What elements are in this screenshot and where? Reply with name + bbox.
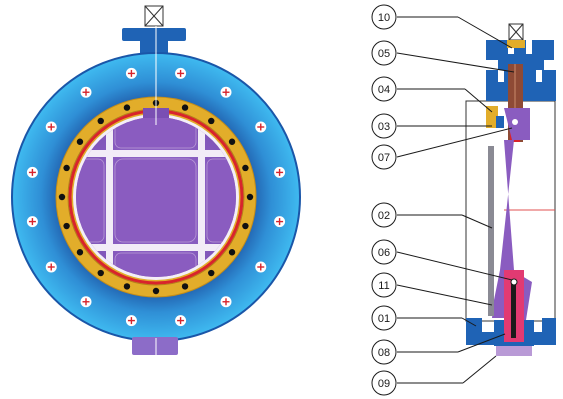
callout-02-label: 02 [378, 210, 390, 222]
flange-bolt-hole [175, 315, 187, 327]
callout-10-label: 10 [378, 12, 390, 24]
flange-bolt-hole [274, 216, 286, 228]
flange-bolt-hole [45, 121, 57, 133]
seat-bolt [208, 117, 215, 125]
seat-bolt [63, 222, 70, 230]
callout-01-circle [371, 305, 397, 331]
flange-bolt-hole [125, 67, 137, 79]
seat-bolt [63, 164, 70, 172]
callout-08-circle [371, 339, 397, 365]
seat-bolt [181, 104, 189, 111]
callout-labels: 10 05 04 03 07 02 06 11 01 08 09 [378, 12, 390, 390]
callout-07-label: 07 [378, 152, 390, 164]
flange-bolt-hole [175, 67, 187, 79]
seat-bolt [123, 283, 131, 290]
seat-bolt [97, 117, 104, 125]
seat-bolt [76, 138, 84, 145]
flange-bolt-hole [255, 121, 267, 133]
callout-04-circle [371, 76, 397, 102]
callouts [396, 16, 515, 384]
flange-bolt-hole [26, 166, 38, 178]
callout-09-circle [371, 370, 397, 396]
flange-bolt-holes [26, 67, 286, 327]
flange-bolt-hole [220, 86, 232, 98]
seat-bolt [208, 269, 215, 277]
callout-02-circle [371, 202, 397, 228]
callout-11-circle [371, 272, 397, 298]
stem-top-box [507, 23, 525, 48]
seat-bolt [228, 249, 236, 256]
callout-markers [371, 4, 397, 396]
callout-03-label: 03 [378, 121, 390, 133]
callout-01-label: 01 [378, 313, 390, 325]
seat-bolt [242, 222, 249, 230]
flange-bolt-hole [255, 261, 267, 273]
flange-bolt-hole [274, 166, 286, 178]
callout-06-circle [371, 239, 397, 265]
seat-bolt [228, 138, 236, 145]
callout-09-label: 09 [378, 378, 390, 390]
flange-bolt-hole [220, 296, 232, 308]
seat-bolt [246, 193, 254, 201]
top-stem-box [144, 5, 164, 27]
front-view [11, 5, 301, 362]
flange-bolt-hole [80, 86, 92, 98]
callout-04-label: 04 [378, 84, 390, 96]
seat-bolt [181, 283, 189, 290]
seat-bolt [123, 104, 131, 111]
bottom-cap-section [496, 346, 532, 356]
callout-05-label: 05 [378, 48, 390, 60]
seat-ring-bolts [58, 99, 254, 295]
callout-08-label: 08 [378, 347, 390, 359]
flange-bolt-hole [26, 216, 38, 228]
callout-10-circle [371, 4, 397, 30]
seat-ring-section [486, 106, 498, 128]
callout-11-label: 11 [378, 280, 389, 292]
callout-05-circle [371, 40, 397, 66]
seat-bolt [76, 249, 84, 256]
seat-bolt [97, 269, 104, 277]
flange-bolt-hole [45, 261, 57, 273]
callout-07-circle [371, 144, 397, 170]
seat-bolt [152, 287, 160, 295]
callout-03-circle [371, 113, 397, 139]
callout-06-label: 06 [378, 247, 390, 259]
flange-bolt-hole [125, 315, 137, 327]
seat-bolt [242, 164, 249, 172]
bottom-cap [132, 337, 178, 362]
seat-bolt [58, 193, 66, 201]
flange-bolt-hole [80, 296, 92, 308]
section-view [465, 23, 556, 356]
